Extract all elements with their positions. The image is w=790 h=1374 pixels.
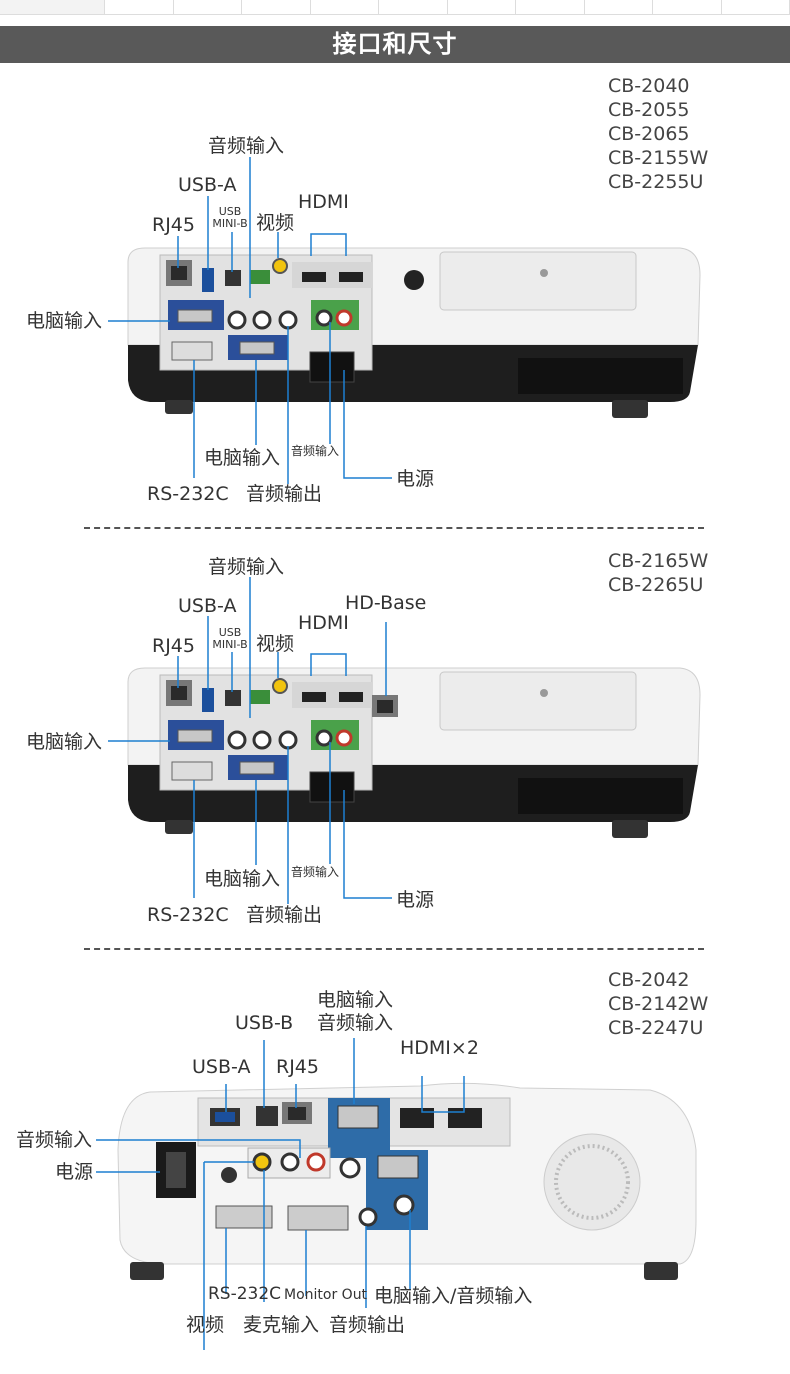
label-usb-b: USB-B (235, 1012, 294, 1034)
label-hdmi-x2: HDMI×2 (400, 1037, 479, 1059)
label-power: 电源 (396, 889, 435, 911)
label-monitor-out: Monitor Out (284, 1287, 368, 1303)
label-rs232c: RS-232C (147, 904, 229, 926)
label-rs232c: RS-232C (147, 483, 229, 505)
section-divider (84, 527, 704, 529)
tab-2[interactable] (105, 0, 174, 14)
label-audio-in: 音频输入 (291, 865, 340, 879)
label-rj45: RJ45 (276, 1056, 319, 1078)
model-name: CB-2142W (608, 993, 709, 1015)
label-audio-in: 音频输入 (208, 135, 285, 157)
label-audio-out: 音频输出 (246, 904, 323, 926)
model-name: CB-2247U (608, 1017, 704, 1039)
label-usb-mini-b: USB MINI-B (212, 205, 248, 230)
section-divider (84, 948, 704, 950)
tab-3[interactable] (173, 0, 242, 14)
label-audio-in: 音频输入 (16, 1129, 93, 1151)
label-computer-audio-in: 电脑输入/音频输入 (374, 1285, 533, 1307)
label-computer-in: 电脑输入 (317, 989, 394, 1011)
label-power: 电源 (396, 468, 435, 490)
label-rs232c: RS-232C (208, 1284, 282, 1304)
tab-8[interactable] (516, 0, 585, 14)
label-computer-in: 电脑输入 (204, 447, 281, 469)
model-name: CB-2265U (608, 574, 704, 596)
model-name: CB-2255U (608, 171, 704, 193)
model-name: CB-2155W (608, 147, 709, 169)
top-tab-strip (0, 0, 790, 15)
label-audio-out: 音频输出 (246, 483, 323, 505)
label-power: 电源 (55, 1161, 94, 1183)
tab-10[interactable] (653, 0, 722, 14)
label-video: 视频 (256, 633, 295, 655)
label-video: 视频 (186, 1314, 225, 1336)
label-hdmi: HDMI (298, 191, 349, 213)
label-rj45: RJ45 (152, 635, 195, 657)
label-video: 视频 (256, 212, 295, 234)
model-name: CB-2055 (608, 99, 690, 121)
label-computer-in: 电脑输入 (204, 868, 281, 890)
label-audio-in: 音频输入 (291, 444, 340, 458)
label-audio-in: 音频输入 (208, 556, 285, 578)
label-computer-in: 电脑输入 (26, 731, 103, 753)
projector-rear-view-1 (108, 157, 701, 484)
tab-9[interactable] (584, 0, 653, 14)
tab-6[interactable] (379, 0, 448, 14)
model-list-1: CB-2040 CB-2055 CB-2065 CB-2155W CB-2255… (608, 74, 708, 194)
label-usb-a: USB-A (178, 174, 237, 196)
model-name: CB-2165W (608, 550, 709, 572)
model-list-3: CB-2042 CB-2142W CB-2247U (608, 968, 708, 1040)
projector-rear-view-2 (108, 577, 701, 904)
tab-7[interactable] (447, 0, 516, 14)
label-audio-in: 音频输入 (317, 1012, 394, 1034)
page-title: 接口和尺寸 (0, 26, 790, 63)
label-audio-out: 音频输出 (329, 1314, 406, 1336)
label-usb-a: USB-A (192, 1056, 251, 1078)
label-rj45: RJ45 (152, 214, 195, 236)
model-name: CB-2065 (608, 123, 690, 145)
label-hdmi: HDMI (298, 612, 349, 634)
model-list-2: CB-2165W CB-2265U (608, 549, 708, 597)
label-usb-mini-b: USB MINI-B (212, 626, 248, 651)
model-name: CB-2040 (608, 75, 690, 97)
tab-1[interactable] (0, 0, 105, 14)
model-name: CB-2042 (608, 969, 690, 991)
label-hd-base: HD-Base (345, 592, 427, 614)
label-computer-in: 电脑输入 (26, 310, 103, 332)
label-mic-in: 麦克输入 (243, 1314, 320, 1336)
tab-5[interactable] (310, 0, 379, 14)
label-usb-a: USB-A (178, 595, 237, 617)
tab-4[interactable] (242, 0, 311, 14)
